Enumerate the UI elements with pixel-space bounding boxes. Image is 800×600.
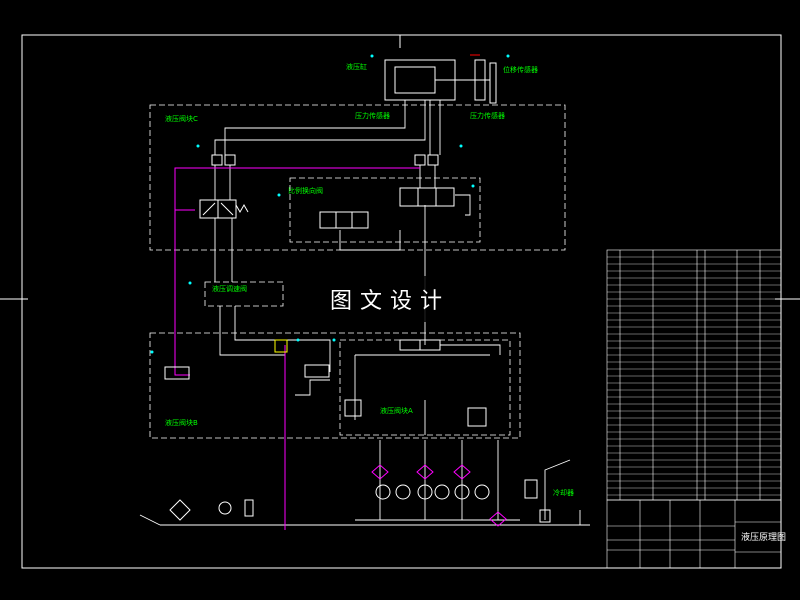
label-pressure-sensor-right: 压力传感器 <box>470 111 505 120</box>
label-cooler: 冷却器 <box>553 488 574 497</box>
drawing-title: 液压原理图 <box>741 531 786 543</box>
watermark-box <box>318 276 480 322</box>
bottom-valves <box>164 339 487 427</box>
label-valve-group-a: 液压阀块A <box>380 406 413 415</box>
leader-markers <box>150 54 510 354</box>
label-pressure-sensor-left: 压力传感器 <box>355 111 390 120</box>
label-valve-group-top: 液压阀块C <box>165 114 198 123</box>
proportional-valve-left <box>319 211 369 229</box>
valve-block-b-outline <box>149 332 521 439</box>
check-valves-top <box>211 154 439 166</box>
title-block <box>606 499 782 569</box>
pipe-network <box>139 100 590 526</box>
pilot-lines <box>174 167 420 530</box>
parts-list-rows <box>607 256 781 496</box>
label-cylinder: 液压缸 <box>346 62 367 71</box>
watermark-text: 图文设计 <box>330 289 450 314</box>
parts-list-table <box>606 249 782 501</box>
proportional-valve-outline <box>289 177 481 243</box>
label-flow-valve-group: 液压调速阀 <box>212 284 247 293</box>
proportional-valve-right <box>399 187 455 207</box>
directional-valve-left <box>199 199 249 219</box>
label-proportional-valve: 比例换向阀 <box>288 186 323 195</box>
pump-units <box>169 464 551 527</box>
label-valve-group-bottom: 液压阀块B <box>165 418 198 427</box>
flow-valve-outline <box>204 281 284 307</box>
label-displacement-sensor: 位移传感器 <box>503 65 538 74</box>
hydraulic-cylinder <box>384 54 497 104</box>
